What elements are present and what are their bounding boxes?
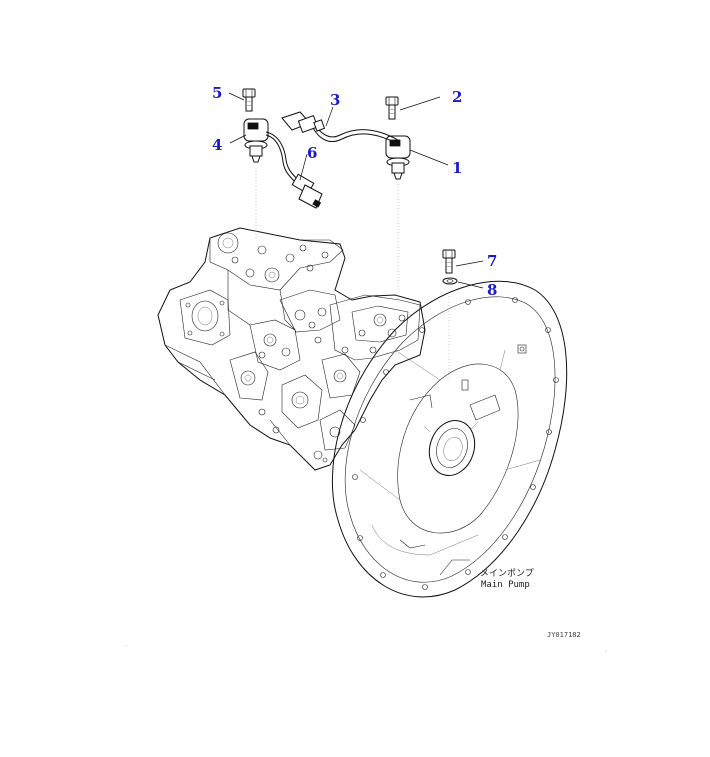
callout-3[interactable]: 3: [330, 91, 340, 109]
part-3-harness[interactable]: [281, 111, 399, 144]
callout-1[interactable]: 1: [452, 159, 462, 177]
part-8-washer[interactable]: [442, 277, 458, 285]
scan-specks: [125, 645, 607, 652]
part-1-sensor[interactable]: [385, 135, 411, 180]
main-pump-drawing: [157, 168, 568, 598]
part-2-bolt[interactable]: [385, 96, 399, 120]
callout-8[interactable]: 8: [487, 281, 497, 299]
pump-label: メインポンプ Main Pump: [480, 568, 534, 590]
leader-lines: [228, 92, 484, 289]
pump-flange: [332, 280, 568, 598]
flange-bolt-holes: [352, 297, 559, 590]
pump-label-jp: メインポンプ: [480, 568, 534, 579]
part-7-bolt[interactable]: [442, 249, 456, 274]
pump-body: [157, 227, 426, 471]
drawing-code: JY017182: [547, 631, 581, 639]
pump-label-en: Main Pump: [481, 580, 530, 590]
part-4-sensor[interactable]: [243, 118, 269, 163]
callout-4[interactable]: 4: [212, 136, 222, 154]
part-5-bolt[interactable]: [242, 88, 256, 112]
callout-numbers: 1 2 3 4 5 6 7 8: [212, 84, 497, 299]
callout-6[interactable]: 6: [307, 144, 317, 162]
alignment-lines: [255, 168, 450, 380]
callout-5[interactable]: 5: [212, 84, 222, 102]
callout-7[interactable]: 7: [487, 252, 497, 270]
part-6-harness[interactable]: [265, 131, 323, 209]
callout-2[interactable]: 2: [452, 88, 462, 106]
